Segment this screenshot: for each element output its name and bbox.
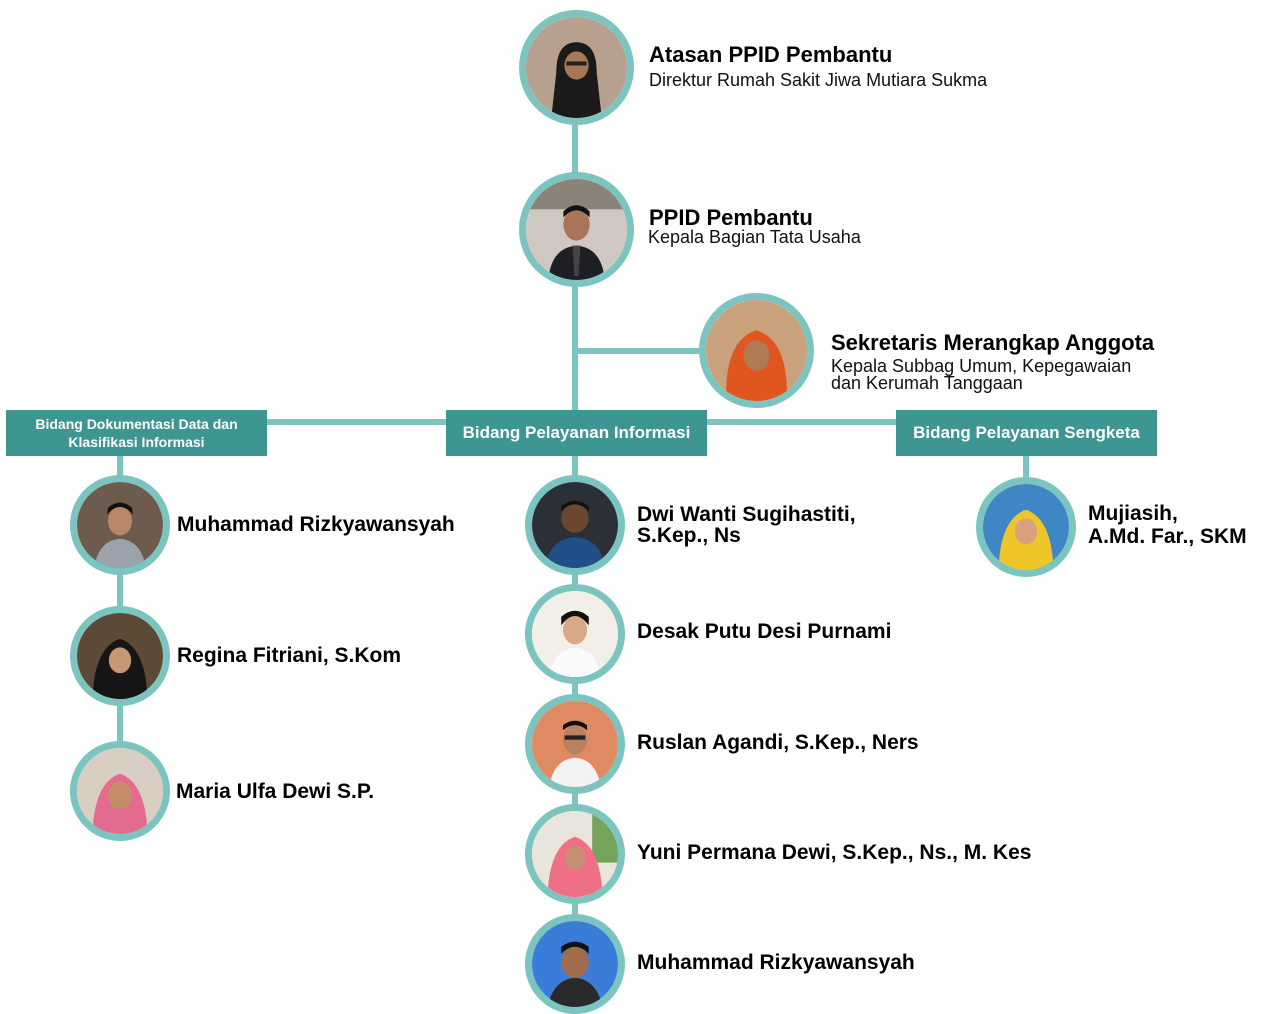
person-photo-icon — [77, 482, 163, 568]
secretary-role-line1: Kepala Subbag Umum, Kepegawaian — [831, 356, 1132, 376]
avatar-info-member-1 — [525, 475, 625, 575]
division-dispute-label: Bidang Pelayanan Sengketa — [913, 423, 1140, 442]
info-member-1-name-line2: S.Kep., Ns — [637, 524, 741, 547]
person-photo-icon — [77, 748, 163, 834]
ppid-name: PPID Pembantu — [649, 205, 813, 230]
info-member-5-name: Muhammad Rizkyawansyah — [637, 951, 915, 974]
connector-doc-vertical — [117, 455, 123, 755]
division-box-information: Bidang Pelayanan Informasi — [446, 410, 707, 456]
avatar-info-member-3 — [525, 694, 625, 794]
info-member-3-name: Ruslan Agandi, S.Kep., Ners — [637, 731, 919, 754]
secretary-name: Sekretaris Merangkap Anggota — [831, 330, 1155, 355]
doc-member-3-name: Maria Ulfa Dewi S.P. — [176, 780, 375, 803]
avatar-ppid — [519, 172, 634, 287]
info-member-2-name: Desak Putu Desi Purnami — [637, 620, 892, 643]
doc-member-2-name: Regina Fitriani, S.Kom — [177, 644, 402, 667]
person-photo-icon — [532, 811, 618, 897]
person-photo-icon — [526, 179, 627, 280]
person-photo-icon — [532, 701, 618, 787]
avatar-head — [519, 10, 634, 125]
avatar-dispute-member-1 — [976, 477, 1076, 577]
avatar-doc-member-1 — [70, 475, 170, 575]
person-photo-icon — [706, 300, 807, 401]
connector-secretary — [578, 348, 706, 354]
person-photo-icon — [532, 591, 618, 677]
info-member-1-name-line1: Dwi Wanti Sugihastiti, — [637, 503, 856, 526]
person-photo-icon — [77, 613, 163, 699]
avatar-info-member-2 — [525, 584, 625, 684]
person-photo-icon — [526, 17, 627, 118]
ppid-role: Kepala Bagian Tata Usaha — [648, 227, 861, 247]
avatar-doc-member-2 — [70, 606, 170, 706]
person-photo-icon — [532, 921, 618, 1007]
avatar-secretary — [699, 293, 814, 408]
dispute-member-1-name-line1: Mujiasih, — [1088, 502, 1178, 525]
person-photo-icon — [532, 482, 618, 568]
dispute-member-1-name-line2: A.Md. Far., SKM — [1088, 525, 1247, 548]
connector-dispute-vertical — [1023, 455, 1029, 485]
doc-member-1-name: Muhammad Rizkyawansyah — [177, 513, 455, 536]
info-member-4-name: Yuni Permana Dewi, S.Kep., Ns., M. Kes — [637, 841, 1032, 864]
avatar-info-member-5 — [525, 914, 625, 1014]
head-name: Atasan PPID Pembantu — [649, 42, 893, 67]
person-photo-icon — [983, 484, 1069, 570]
avatar-doc-member-3 — [70, 741, 170, 841]
secretary-role-line2: dan Kerumah Tanggaan — [831, 373, 1023, 393]
division-box-documentation: Bidang Dokumentasi Data dan Klasifikasi … — [6, 410, 267, 456]
avatar-info-member-4 — [525, 804, 625, 904]
division-documentation-label-line2: Klasifikasi Informasi — [68, 434, 205, 450]
division-information-label: Bidang Pelayanan Informasi — [462, 423, 691, 442]
head-role: Direktur Rumah Sakit Jiwa Mutiara Sukma — [649, 70, 988, 90]
division-box-dispute: Bidang Pelayanan Sengketa — [896, 410, 1157, 456]
division-documentation-label-line1: Bidang Dokumentasi Data dan — [35, 416, 238, 432]
